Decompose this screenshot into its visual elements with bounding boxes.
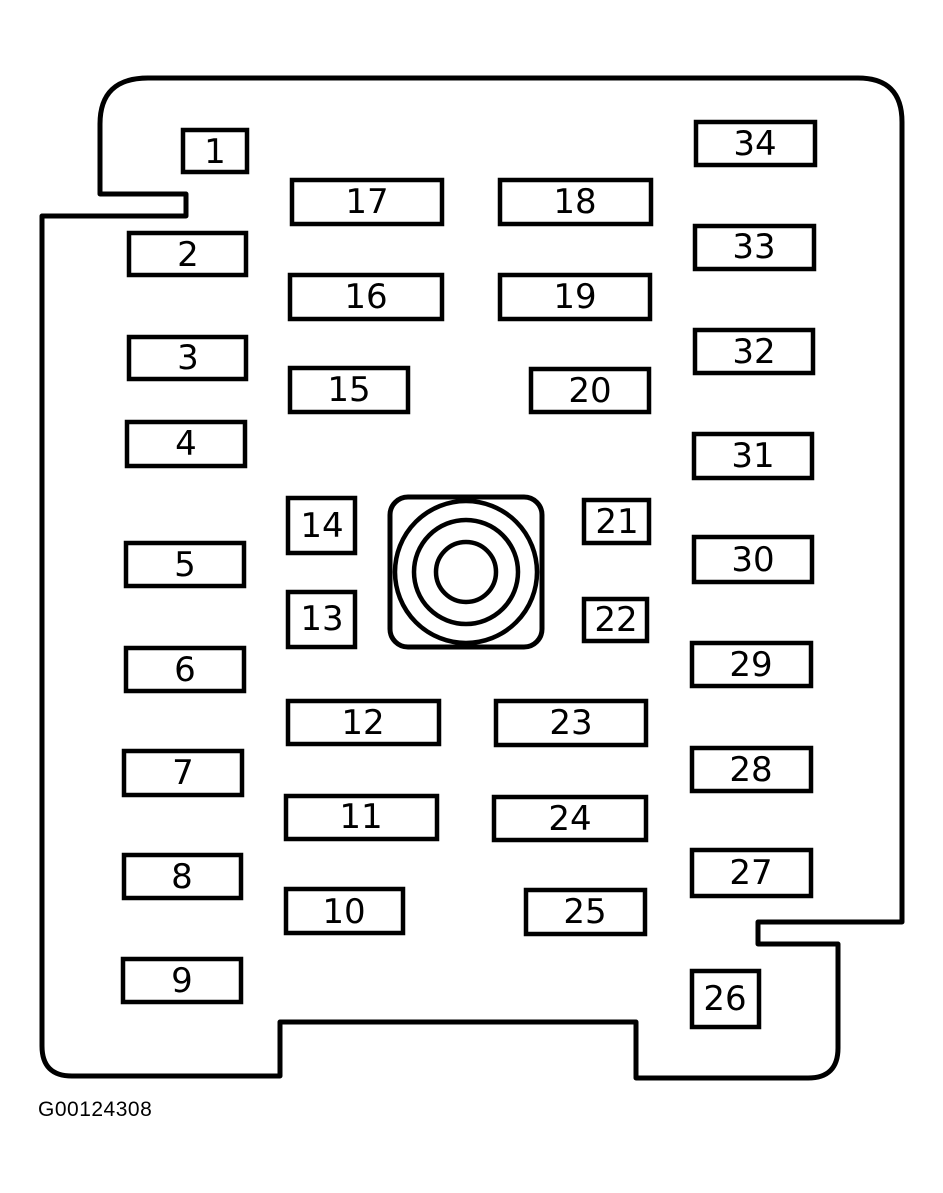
- fuse-4: 4: [124, 419, 248, 469]
- fuse-label: 26: [703, 979, 746, 1019]
- fuse-6: 6: [123, 645, 247, 694]
- fuse-10: 10: [283, 886, 406, 936]
- fuse-30: 30: [691, 534, 815, 585]
- fuse-28: 28: [689, 745, 814, 794]
- fuse-label: 2: [177, 235, 199, 275]
- fuse-label: 8: [171, 857, 193, 897]
- fuse-20: 20: [528, 366, 652, 415]
- fuse-17: 17: [289, 177, 445, 227]
- fuse-label: 3: [177, 338, 199, 378]
- fuse-label: 17: [345, 182, 388, 222]
- fuse-label: 33: [732, 227, 775, 267]
- fuse-label: 21: [595, 502, 638, 542]
- fuse-label: 34: [733, 124, 776, 164]
- figure-code: G00124308: [38, 1098, 153, 1121]
- fuse-11: 11: [283, 793, 440, 842]
- fuse-label: 27: [729, 853, 772, 893]
- fuse-23: 23: [493, 698, 649, 748]
- fuse-label: 1: [204, 132, 226, 172]
- fuse-label: 23: [549, 703, 592, 743]
- fuse-8: 8: [121, 852, 244, 901]
- fuse-label: 18: [553, 182, 596, 222]
- fuse-3: 3: [126, 334, 249, 382]
- center-relay: [387, 494, 545, 650]
- fuse-label: 25: [563, 892, 606, 932]
- fuse-21: 21: [581, 497, 652, 546]
- fuse-33: 33: [692, 223, 817, 272]
- fuse-label: 10: [322, 892, 365, 932]
- fuse-label: 14: [300, 506, 343, 546]
- fuse-label: 31: [731, 436, 774, 476]
- fuse-label: 29: [729, 645, 772, 685]
- fuse-34: 34: [693, 119, 818, 168]
- fuse-label: 24: [548, 799, 591, 839]
- fuse-label: 28: [729, 750, 772, 790]
- fuse-9: 9: [120, 956, 244, 1005]
- fuse-16: 16: [287, 272, 445, 322]
- fuse-label: 6: [174, 650, 196, 690]
- fuse-12: 12: [285, 698, 442, 747]
- fuse-label: 7: [172, 753, 194, 793]
- fuse-label: 15: [327, 370, 370, 410]
- fuse-24: 24: [491, 794, 649, 843]
- fuse-2: 2: [126, 230, 249, 278]
- fuse-15: 15: [287, 365, 411, 415]
- fuse-5: 5: [123, 540, 247, 589]
- fuse-label: 19: [553, 277, 596, 317]
- fuse-18: 18: [497, 177, 654, 227]
- fuse-13: 13: [285, 589, 358, 650]
- fuse-label: 16: [344, 277, 387, 317]
- fuse-label: 32: [732, 332, 775, 372]
- fuse-label: 20: [568, 371, 611, 411]
- fuse-29: 29: [689, 640, 814, 689]
- fuse-32: 32: [692, 327, 816, 376]
- fuse-label: 9: [171, 961, 193, 1001]
- fuse-label: 12: [341, 703, 384, 743]
- fuse-panel-outline: [39, 75, 905, 1081]
- fuse-label: 13: [300, 599, 343, 639]
- fuse-7: 7: [121, 748, 245, 798]
- fuse-26: 26: [689, 968, 762, 1030]
- fuse-label: 30: [731, 540, 774, 580]
- fuse-1: 1: [180, 127, 250, 175]
- fuse-31: 31: [691, 431, 815, 481]
- fuse-label: 22: [594, 600, 637, 640]
- fuse-14: 14: [285, 495, 358, 556]
- fuse-25: 25: [523, 887, 648, 937]
- fuse-27: 27: [689, 847, 814, 899]
- fuse-label: 5: [174, 545, 196, 585]
- fuse-label: 4: [175, 424, 197, 464]
- fuse-label: 11: [339, 797, 382, 837]
- fuse-19: 19: [497, 272, 653, 322]
- fuse-22: 22: [581, 596, 650, 644]
